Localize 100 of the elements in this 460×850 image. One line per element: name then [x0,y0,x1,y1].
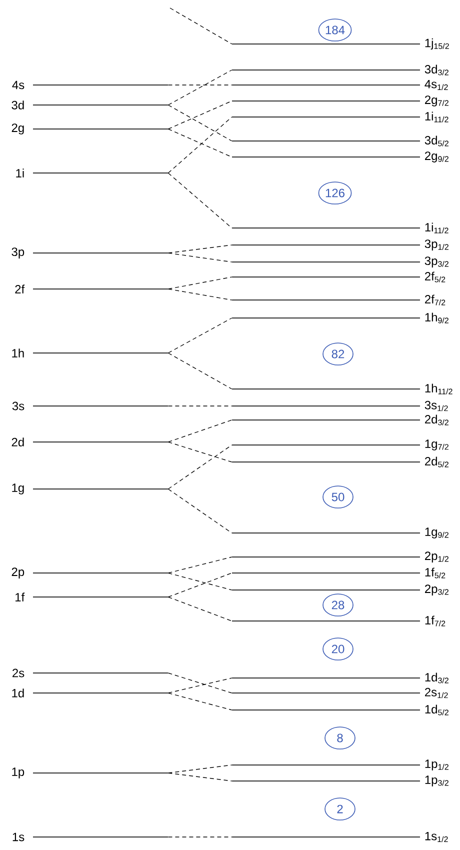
energy-level: 1d$_{3/2}$ [232,672,448,684]
energy-level: 3d [12,100,168,110]
node-label: 2p$_{3/2}$ [425,584,448,596]
energy-level: 2d$_{5/2}$ [232,456,448,468]
dashed-connector [168,244,232,254]
node-label: 3p$_{3/2}$ [424,256,448,268]
dashed-connector [168,276,232,290]
dashed-connector [168,678,232,694]
dashed-connector [168,252,232,262]
energy-level: 2f [15,284,168,294]
node-label: 2p$_{1/2}$ [425,552,448,562]
energy-level: 3d$_{5/2}$ [232,136,448,146]
energy-level: 2p [12,568,168,578]
node-label: 1h [12,348,24,358]
energy-level: 2f$_{7/2}$ [232,294,446,306]
node-label: 2f$_{7/2}$ [425,294,446,306]
energy-level: 1g$_{9/2}$ [232,528,448,538]
energy-level: 1i$_{11/2}$ [232,112,448,122]
node-label: 1s$_{1/2}$ [425,832,448,842]
node-label: 3d [12,100,24,110]
energy-level: 1h$_{11/2}$ [232,384,452,394]
node-label: 1h$_{9/2}$ [425,312,448,324]
energy-level: 1s$_{1/2}$ [232,832,448,842]
node-label: 2d$_{5/2}$ [425,456,448,468]
energy-level: 2p$_{1/2}$ [232,552,448,562]
dashed-connector [168,442,232,462]
dashed-connector [168,572,232,590]
node-label: 2p [12,568,24,578]
energy-level: 2g$_{7/2}$ [232,96,448,106]
dashed-connector [168,444,232,490]
node-label: 1p$_{3/2}$ [425,776,448,786]
node-label: 1h$_{11/2}$ [425,384,452,394]
energy-level: 2g [12,124,168,134]
node-label: 2d [12,438,24,446]
energy-level: 1h$_{9/2}$ [232,312,448,324]
node-label: 3s [12,402,24,410]
energy-level: 4s [12,80,168,90]
dashed-connector [168,104,232,142]
dashed-connector [168,288,232,300]
energy-level: 1f$_{7/2}$ [232,616,446,626]
node-label: 1f$_{7/2}$ [425,616,446,626]
energy-level: 1s [12,832,168,842]
node-label: 1p$_{1/2}$ [425,760,448,770]
dashed-connector [170,8,232,44]
node-label: 3d$_{5/2}$ [424,136,448,146]
node-label: 4s$_{1/2}$ [424,80,448,90]
node-label: 2f$_{5/2}$ [425,272,446,282]
node-label: 1d$_{3/2}$ [425,672,448,684]
node-label: 2f [15,284,25,294]
dashed-connector [168,672,232,694]
dashed-connector [168,352,232,390]
node-label: 1s [12,832,24,842]
energy-level: 3p$_{1/2}$ [232,240,448,250]
energy-level: 1g$_{7/2}$ [232,440,448,450]
energy-level: 3s$_{1/2}$ [232,400,448,412]
node-label: 1g [12,484,24,494]
node-label: 1d$_{5/2}$ [425,704,448,716]
dashed-connector [168,84,232,86]
energy-level: 1i$_{11/2}$ [232,222,448,234]
energy-level: 2s$_{1/2}$ [232,688,448,698]
energy-level: 2d [12,438,168,446]
energy-level: 1h [12,348,168,358]
dashed-connector [168,836,232,838]
node-label: 1f$_{5/2}$ [425,568,446,578]
node-label: 2g [12,124,24,134]
node-label: 3d$_{3/2}$ [424,64,448,76]
node-label: 1i$_{11/2}$ [425,222,448,234]
energy-level: 1f$_{5/2}$ [232,568,446,578]
node-label: 1d [12,688,24,698]
energy-level: 3p [12,248,168,258]
node-label: 1g$_{9/2}$ [425,528,448,538]
energy-level: 1p [12,768,168,778]
node-label: 1f [16,592,25,602]
node-label: 4s [12,80,24,90]
node-label: 3p [12,248,24,258]
energy-level: 2s [12,668,168,678]
energy-level: 2d$_{3/2}$ [232,414,448,426]
node-label: 1p [12,768,24,778]
energy-level: 1p$_{3/2}$ [232,776,448,786]
node-label: 2s [12,668,24,678]
dashed-connector [168,420,232,442]
dashed-connector [168,488,232,534]
dashed-connector [168,318,232,354]
node-label: 2g$_{7/2}$ [425,96,448,106]
node-label: 3p$_{1/2}$ [424,240,448,250]
dashed-connector [168,692,232,710]
dashed-connector [168,772,232,782]
energy-level: 1i [16,168,168,178]
dashed-connector [168,596,232,622]
node-label: 2d$_{3/2}$ [425,414,448,426]
energy-level: 1f [16,592,168,602]
node-label: 2g$_{9/2}$ [425,152,448,162]
dashed-connector [168,572,232,598]
node-label: 2s$_{1/2}$ [425,688,448,698]
energy-level: 1g [12,484,168,494]
energy-level: 2f$_{5/2}$ [232,272,446,282]
node-label: 1j$_{15/2}$ [425,38,449,50]
energy-level: 2g$_{9/2}$ [232,152,448,162]
energy-level: 3d$_{3/2}$ [232,64,448,76]
dashed-connector [168,172,232,228]
